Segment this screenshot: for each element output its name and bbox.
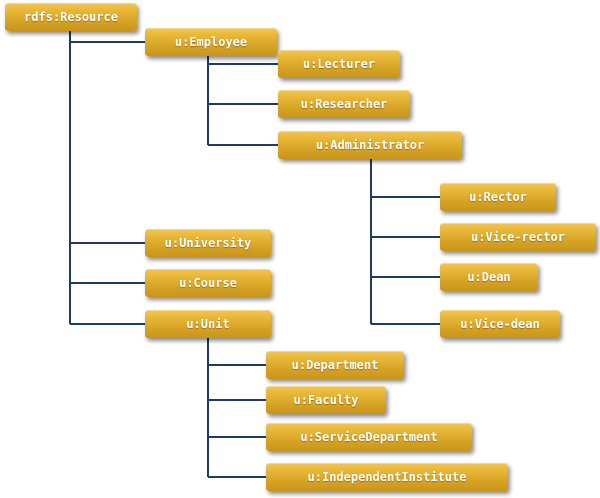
node-rector: u:Rector — [440, 183, 556, 211]
node-faculty: u:Faculty — [266, 386, 386, 414]
node-university: u:University — [145, 229, 271, 257]
node-course: u:Course — [145, 269, 271, 297]
node-vice-rector: u:Vice-rector — [440, 223, 596, 251]
node-dean: u:Dean — [440, 263, 538, 291]
node-vice-dean: u:Vice-dean — [440, 310, 560, 338]
node-researcher: u:Researcher — [278, 90, 410, 118]
node-lecturer: u:Lecturer — [278, 50, 400, 78]
node-department: u:Department — [266, 351, 404, 379]
node-service-department: u:ServiceDepartment — [266, 423, 472, 451]
node-rdfs-resource: rdfs:Resource — [5, 3, 137, 31]
node-administrator: u:Administrator — [278, 131, 462, 159]
node-independent-institute: u:IndependentInstitute — [266, 463, 508, 491]
node-employee: u:Employee — [145, 28, 277, 56]
node-unit: u:Unit — [145, 310, 271, 338]
